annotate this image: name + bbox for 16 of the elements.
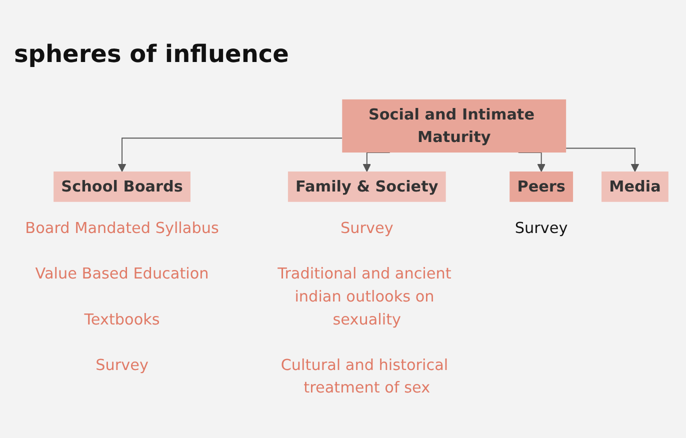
node-label: Cultural and historical treatment of sex	[280, 356, 448, 396]
node-label: Traditional and ancient indian outlooks on sexuality	[278, 264, 452, 328]
node-box: Family & Society	[288, 172, 446, 202]
node-box: Social and Intimate Maturity	[342, 99, 566, 153]
arrow	[566, 148, 640, 172]
arrow	[118, 138, 343, 172]
node-label: Survey	[96, 356, 148, 374]
node-box: Peers	[510, 172, 574, 202]
node-label: Survey	[340, 218, 394, 237]
node-label: Board Mandated Syllabus	[25, 218, 219, 237]
node-label: Textbooks	[84, 310, 160, 328]
node-label: Survey	[514, 218, 568, 237]
node-label: Value Based Education	[35, 264, 209, 283]
node-box: School Boards	[54, 172, 190, 202]
node-box: Media	[602, 172, 668, 202]
diagram-title: spheres of influence	[14, 40, 289, 68]
